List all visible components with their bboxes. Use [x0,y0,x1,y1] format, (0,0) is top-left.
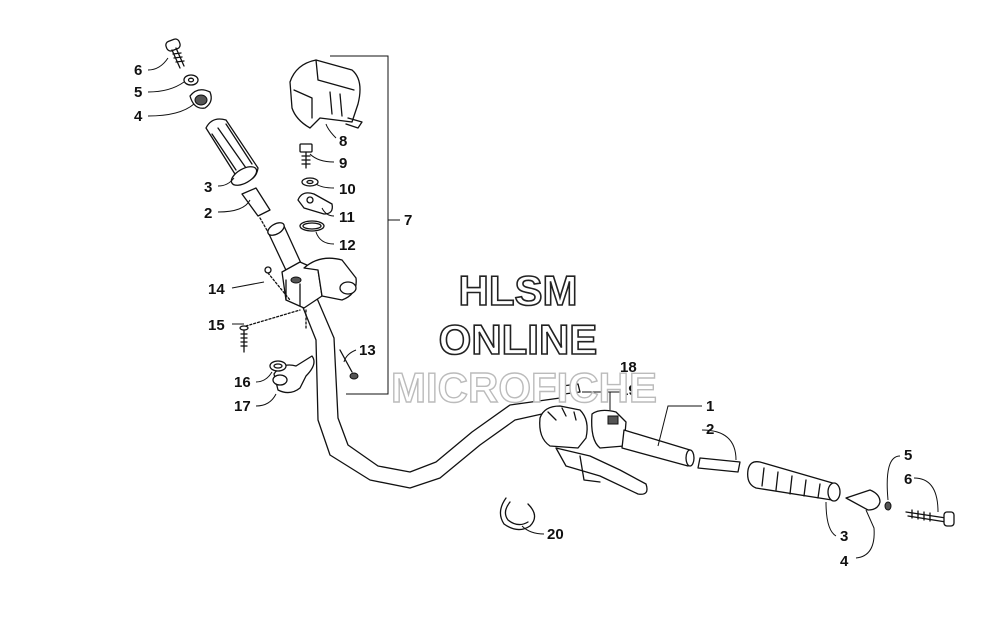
callout-16: 16 [234,374,251,391]
callout-12: 12 [339,237,356,254]
screw-9 [299,143,313,169]
callout-2-left: 2 [204,205,212,222]
callout-15: 15 [208,317,225,334]
callout-6-left: 6 [134,62,142,79]
callout-20: 20 [547,526,564,543]
clip-12 [299,220,325,232]
callout-18: 18 [620,359,637,376]
callout-4-right: 4 [840,553,849,570]
callout-4-left: 4 [134,108,143,125]
throttle-body [281,257,357,309]
callout-17: 17 [234,398,251,415]
callout-3-left: 3 [204,179,212,196]
callout-8: 8 [339,133,347,150]
handlebar-right-end [621,429,695,467]
callout-5-left: 5 [134,84,142,101]
cable-strap-20 [499,497,536,531]
watermark-line-3: MICROFICHE [391,364,657,411]
grip-sleeve-right [697,457,741,473]
callout-19: 19 [620,382,637,399]
retainer-plate-11 [297,192,333,215]
screw-13 [339,349,359,380]
end-cap-right [845,489,881,511]
washer-10 [301,177,319,187]
callout-11: 11 [339,209,355,226]
leader-lines [147,55,939,559]
handlebar-tube [267,222,561,489]
watermark: HLSM ONLINE MICROFICHE [390,266,657,412]
grip-left [205,118,259,186]
callout-1: 1 [706,398,714,415]
callout-labels: 6 5 4 3 2 8 9 10 11 12 7 14 15 13 16 17 … [134,62,912,570]
callout-13: 13 [359,342,376,359]
end-bolt-right [905,509,955,527]
grip-right [747,461,841,502]
washer-left [183,74,199,86]
right-controls [539,383,955,527]
pin-14 [264,266,272,274]
callout-9: 9 [339,155,347,172]
callout-10: 10 [339,181,356,198]
throttle-housing [239,59,363,394]
callout-7: 7 [404,212,412,229]
switch-housing [539,405,648,495]
screw-15 [239,325,249,353]
callout-6-right: 6 [904,471,912,488]
cable-18 [561,383,581,395]
callout-5-right: 5 [904,447,912,464]
watermark-line-1: HLSM [459,267,578,314]
washer-right [884,501,892,511]
end-bolt-left [165,38,185,69]
callout-14: 14 [208,281,225,298]
watermark-line-2: ONLINE [439,316,598,363]
throttle-cover [289,59,363,129]
left-grip-assembly [165,38,271,233]
end-cap-left [189,89,212,109]
callout-3-right: 3 [840,528,848,545]
grip-sleeve-left [241,187,271,217]
throttle-lever [269,355,315,394]
callout-2-right: 2 [706,421,714,438]
